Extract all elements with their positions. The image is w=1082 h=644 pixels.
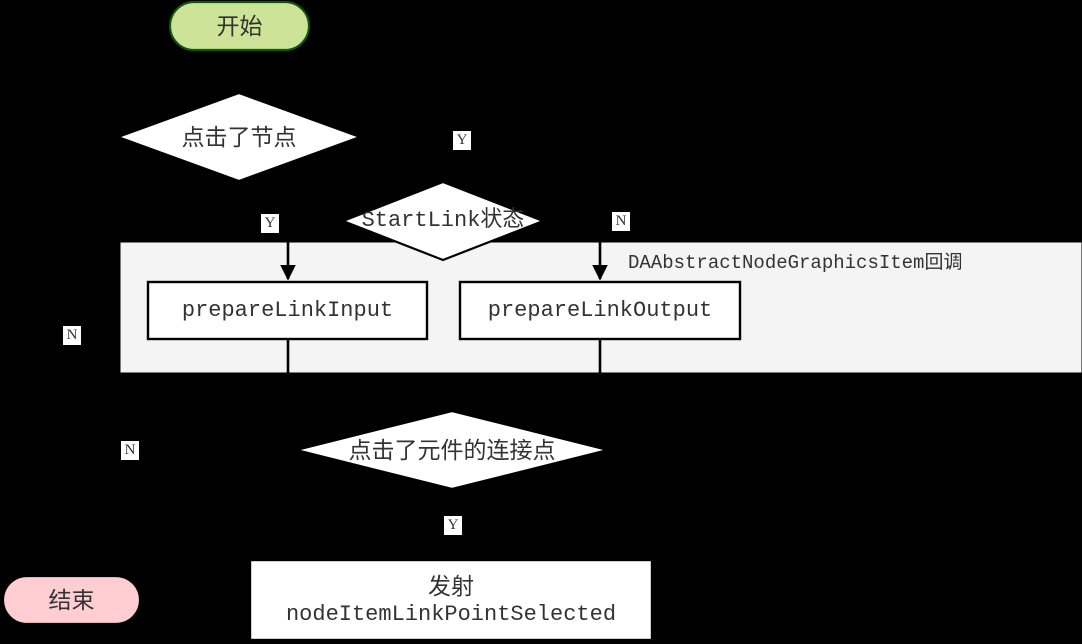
edge-label-y-startlink-prepin: Y [261, 214, 279, 233]
node-prepout-shape[interactable] [458, 280, 742, 341]
node-start-shape[interactable] [168, 0, 311, 52]
node-emit-shape[interactable] [248, 558, 654, 642]
edge-label-n-clicknode-end: N [63, 326, 81, 345]
node-clicknode-shape[interactable] [114, 91, 364, 183]
edge-startlink-to-prepin [280, 219, 343, 281]
edge-label-n-startlink-prepout: N [612, 212, 630, 231]
edge-clicknode-to-startlink [360, 135, 468, 182]
node-clickpoint-shape[interactable] [295, 409, 609, 491]
node-end-shape[interactable] [1, 574, 142, 626]
edge-label-y-clickpoint-emit: Y [444, 516, 462, 535]
edge-clicknode-to-end [62, 135, 118, 575]
subgraph-title: DAAbstractNodeGraphicsItem回调 [628, 252, 963, 274]
edge-label-n-clickpoint-end: N [121, 441, 139, 460]
node-startlink-shape[interactable] [339, 180, 547, 262]
node-prepin-shape[interactable] [146, 280, 429, 341]
edge-startlink-to-prepout [543, 219, 608, 281]
edge-label-y-clicknode-startlink: Y [453, 131, 471, 150]
